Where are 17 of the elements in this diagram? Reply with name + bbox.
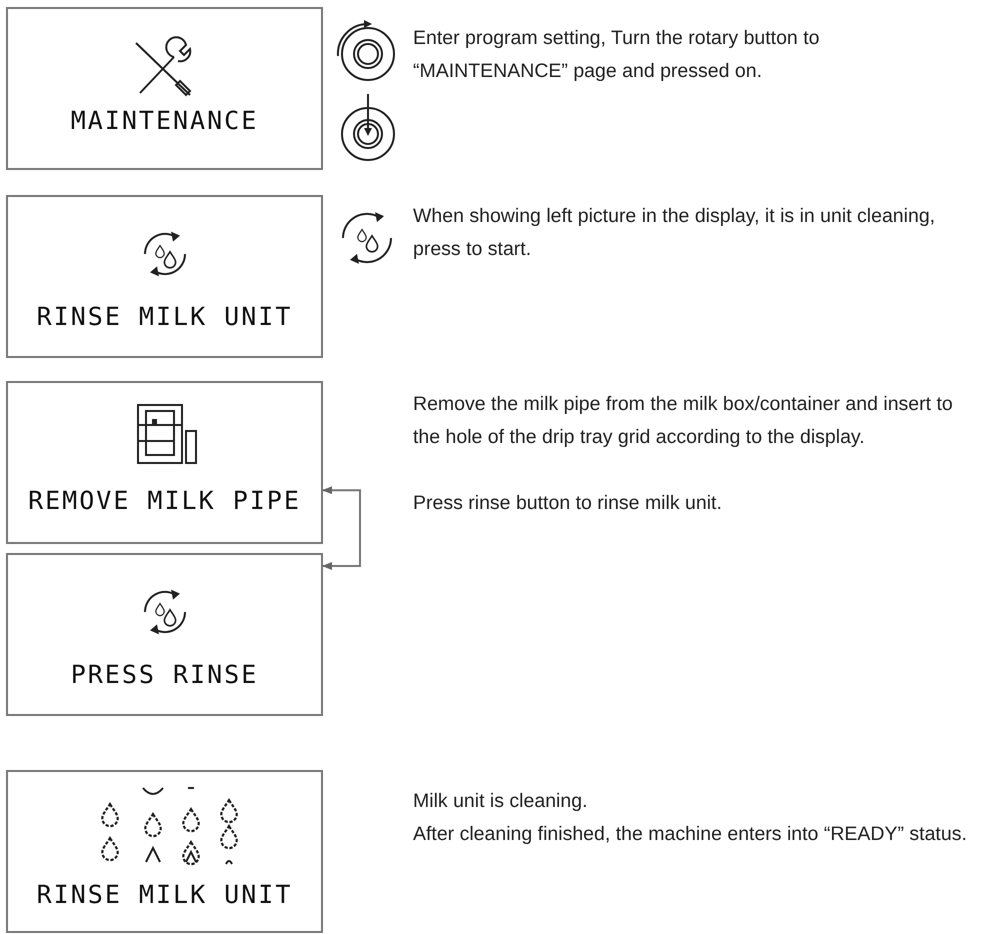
display-text: MAINTENANCE (70, 106, 260, 135)
display-text: RINSE MILK UNIT (36, 880, 294, 909)
display-screen (6, 553, 323, 716)
instruction-text: Press rinse button to rinse milk unit. (413, 491, 723, 516)
display-screen (6, 195, 323, 358)
display-screen (6, 381, 323, 544)
instruction-text: Enter program setting, Turn the rotary button to “MAINTENANCE” page and pressed on. (413, 26, 820, 84)
arrow (322, 486, 361, 570)
display-text: PRESS RINSE (70, 660, 260, 689)
instruction-text: Remove the milk pipe from the milk box/container and insert to the hole of the drip tray grid according to the display. (413, 392, 954, 450)
display-text: RINSE MILK UNIT (36, 302, 294, 331)
instruction-text: When showing left picture in the display, it is in unit cleaning, press to start. (413, 204, 936, 262)
display-screen (6, 770, 323, 933)
instruction-text: Milk unit is cleaning. (413, 789, 588, 814)
instruction-text: After cleaning finished, the machine enters into “READY” status. (413, 822, 968, 847)
display-screen (6, 7, 323, 170)
display-text: REMOVE MILK PIPE (27, 486, 302, 515)
